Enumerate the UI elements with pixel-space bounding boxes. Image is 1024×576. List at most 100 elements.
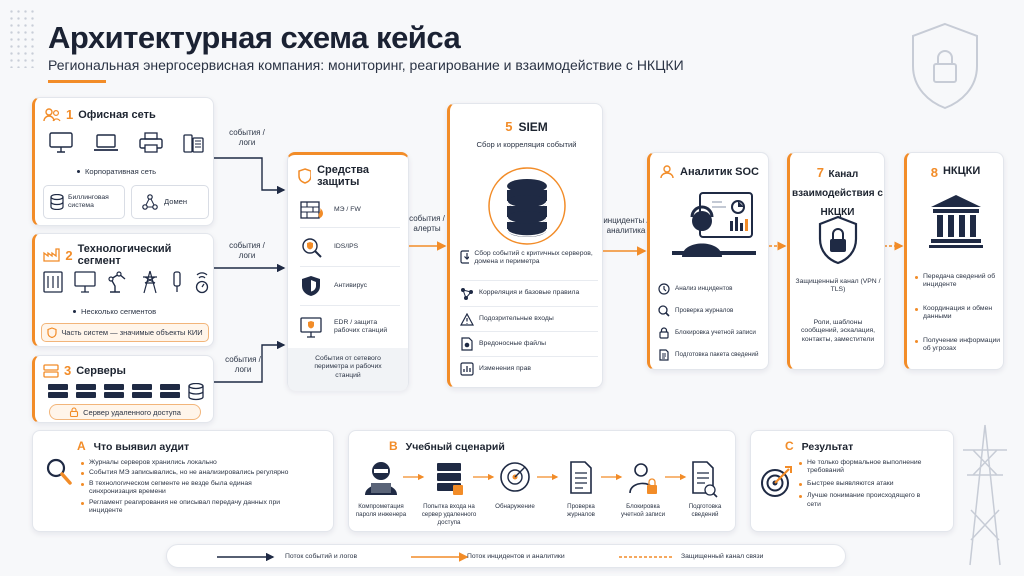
protection-title: Средства защиты xyxy=(317,164,369,188)
legend-events-line xyxy=(217,552,275,562)
soc-item-package-label: Подготовка пакета сведений xyxy=(675,351,759,359)
server-icon xyxy=(437,463,463,495)
plc-icon xyxy=(43,271,63,293)
siem-item-correlation-label: Корреляция и базовые правила xyxy=(479,289,580,297)
nkcki-item-threats-label: Получение информации об угрозах xyxy=(923,337,1001,353)
database-icon xyxy=(50,194,64,210)
hacker-icon xyxy=(365,462,397,495)
alerts-flow-arrow xyxy=(409,241,447,251)
servers-card: 3 Серверы Сервер удаленного доступа xyxy=(32,355,214,423)
remote-server-label: Сервер удаленного доступа xyxy=(83,407,181,417)
office-num: 1 xyxy=(66,107,74,122)
result-title: Результат xyxy=(801,441,854,453)
shield-icon xyxy=(298,168,312,184)
document-check-icon xyxy=(692,461,718,498)
protection-card: Средства защиты МЭ / FW IDS/IPS Антивиру… xyxy=(287,152,409,391)
search-shield-icon xyxy=(302,238,322,258)
siem-item-malware: Вредоносные файлы xyxy=(460,332,598,356)
scenario-card: B Учебный сценарий Компрометация пароля … xyxy=(348,430,736,532)
phone-icon xyxy=(183,134,204,153)
siem-item-malware-label: Вредоносные файлы xyxy=(479,339,546,347)
scenario-step-2: Попытка входа на сервер удаленного досту… xyxy=(421,503,477,526)
scenario-step-5: Блокировка учетной записи xyxy=(620,503,666,518)
kii-label: Часть систем — значимые объекты КИИ xyxy=(61,328,203,337)
scenario-step-icons xyxy=(365,461,718,498)
protection-item-fw-label: МЭ / FW xyxy=(334,205,361,213)
result-item-1: Не только формальное выполнение требован… xyxy=(799,459,949,476)
siem-subtitle: Сбор и корреляция событий xyxy=(476,140,577,149)
channel-roles: Роли, шаблоны сообщений, эскалация, конт… xyxy=(800,319,876,343)
siem-title: SIEM xyxy=(518,120,548,134)
secure-channel-arrow-2 xyxy=(884,241,904,251)
detection-radar-icon xyxy=(500,462,530,492)
scenario-step-4: Проверка журналов xyxy=(567,503,595,518)
soc-item-logs-label: Проверка журналов xyxy=(675,307,734,315)
result-letter: C xyxy=(785,439,794,453)
scenario-step-1: Компрометация пароля инженера xyxy=(355,503,407,518)
siem-item-suspicious: Подозрительные входы xyxy=(460,307,598,331)
audit-item-1-label: Журналы серверов хранились локально xyxy=(89,459,217,466)
result-item-2: Быстрее выявляются атаки xyxy=(799,480,949,488)
server-rack-icon xyxy=(76,384,96,398)
legend-incidents-line xyxy=(411,552,469,562)
scenario-step-3: Обнаружение xyxy=(495,503,535,510)
server-rack-icon xyxy=(48,384,68,398)
domain-icon xyxy=(142,194,158,210)
domain-label: Домен xyxy=(164,197,188,207)
office-title: Офисная сеть xyxy=(78,108,156,121)
server-rack-icon xyxy=(132,384,152,398)
protection-item-av-label: Антивирус xyxy=(334,281,368,289)
soc-card: Аналитик SOC Анализ инцидентов Проверка … xyxy=(647,152,769,370)
siem-item-collect: Сбор событий с критичных серверов, домен… xyxy=(460,250,598,280)
government-building-icon xyxy=(929,195,983,248)
secure-channel-arrow-1 xyxy=(769,241,787,251)
audit-search-icon xyxy=(46,458,72,485)
shield-icon xyxy=(47,327,57,338)
incidents-flow-arrow xyxy=(603,246,647,256)
lock-icon xyxy=(659,327,669,339)
laptop-icon xyxy=(94,134,118,151)
siem-num: 5 xyxy=(505,119,513,134)
channel-num: 7 xyxy=(816,165,825,180)
server-rack-icon xyxy=(160,384,180,398)
warning-icon xyxy=(460,312,474,326)
audit-item-3: В технологическом сегменте не везде была… xyxy=(81,480,329,497)
result-item-1-label: Не только формальное выполнение требован… xyxy=(807,459,922,475)
scenario-step-6: Подготовка сведений xyxy=(688,503,722,518)
scenario-title: Учебный сценарий xyxy=(405,441,505,453)
audit-letter: A xyxy=(77,439,86,453)
user-lock-icon xyxy=(629,463,657,494)
protection-item-edr: EDR / защита рабочих станций xyxy=(300,306,400,348)
nkcki-item-threats: Получение информации об угрозах xyxy=(915,337,1001,369)
desktop-icon xyxy=(49,132,73,153)
result-card: C Результат Не только формальное выполне… xyxy=(750,430,954,532)
audit-item-2-label: События МЭ записывались, но не анализиро… xyxy=(89,469,289,477)
flow-label-events-3: события / логи xyxy=(225,355,261,374)
protection-item-fw: МЭ / FW xyxy=(300,193,400,227)
siem-item-collect-label: Сбор событий с критичных серверов, домен… xyxy=(474,250,593,266)
shield-lock-icon xyxy=(818,215,858,265)
edr-monitor-icon xyxy=(300,317,322,338)
office-caption-text: Корпоративная сеть xyxy=(85,167,157,176)
legend-secure-line xyxy=(619,556,673,558)
antivirus-shield-icon xyxy=(302,276,320,296)
audit-item-4: Регламент реагирования не описывал перед… xyxy=(81,499,329,516)
server-stack-icon xyxy=(43,363,59,378)
nkcki-item-transfer: Передача сведений об инциденте xyxy=(915,273,1001,305)
legend-events: Поток событий и логов xyxy=(285,553,358,560)
result-item-3-label: Лучше понимание происходящего в сети xyxy=(807,492,921,508)
remote-server-badge: Сервер удаленного доступа xyxy=(49,404,201,420)
tech-caption: Несколько сегментов xyxy=(73,307,156,316)
channel-title: Канал взаимодействия с НКЦКИ xyxy=(792,169,883,219)
download-icon xyxy=(460,250,470,264)
result-item-2-label: Быстрее выявляются атаки xyxy=(807,479,894,487)
network-nodes-icon xyxy=(461,287,473,300)
document-icon xyxy=(659,349,669,361)
tech-title: Технологический сегмент xyxy=(77,243,172,267)
soc-item-package: Подготовка пакета сведений xyxy=(658,344,768,366)
siem-item-rights: Изменения прав xyxy=(460,357,598,381)
audit-item-3-label: В технологическом сегменте не везде была… xyxy=(89,479,252,496)
siem-item-suspicious-label: Подозрительные входы xyxy=(479,314,554,322)
scenario-letter: B xyxy=(389,439,398,453)
users-icon xyxy=(43,107,61,121)
